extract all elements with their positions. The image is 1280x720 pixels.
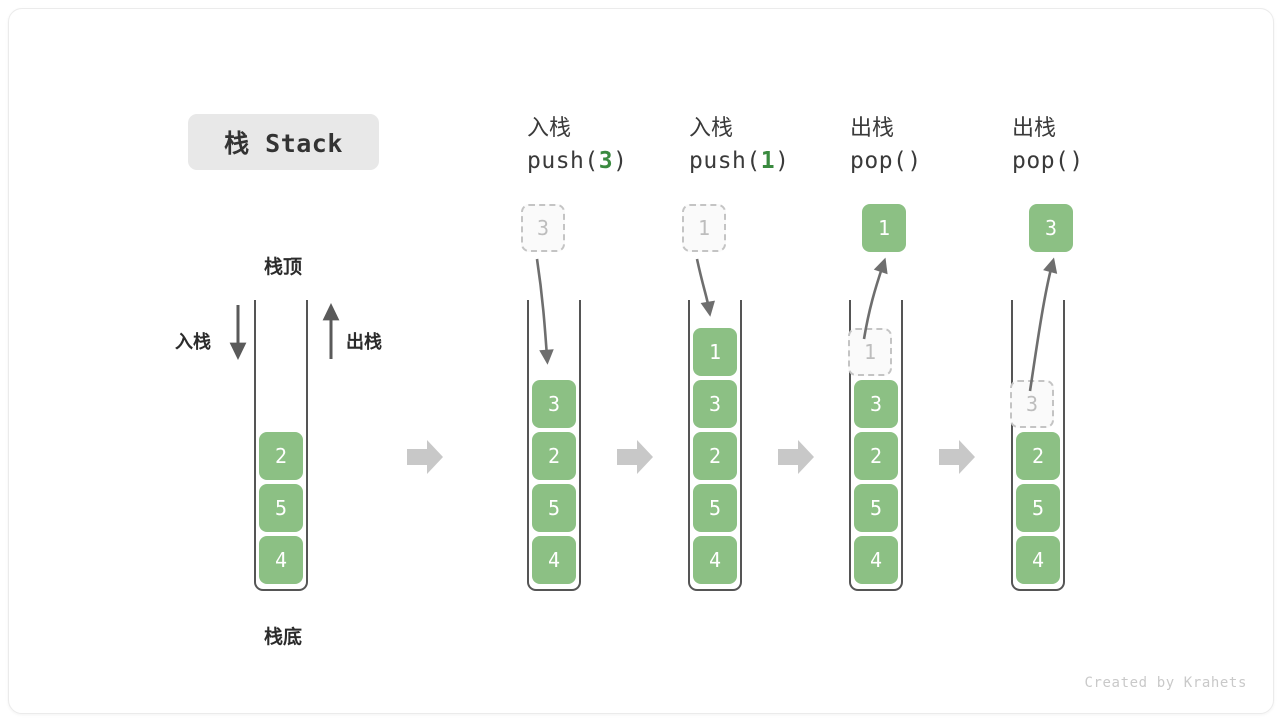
- heading-code-pop-1: pop(): [850, 144, 1050, 178]
- stack-cell: 5: [532, 484, 576, 532]
- removed-ghost-cell: 3: [1010, 380, 1054, 428]
- stack-cell: 5: [854, 484, 898, 532]
- transition-arrow-1: [407, 440, 443, 474]
- stack-cell: 2: [854, 432, 898, 480]
- column-heading-pop-3: 出栈 pop(): [1012, 113, 1212, 178]
- column-heading-push-1: 入栈 push(1): [689, 113, 889, 178]
- code-prefix: pop(: [850, 148, 908, 174]
- code-suffix: ): [613, 148, 628, 174]
- stack-cell: 3: [693, 380, 737, 428]
- heading-code-push-1: push(1): [689, 144, 889, 178]
- stack-cell: 3: [532, 380, 576, 428]
- code-suffix: ): [1069, 148, 1084, 174]
- transition-arrow-4: [939, 440, 975, 474]
- transition-arrow-3: [778, 440, 814, 474]
- stack-title-chip: 栈 Stack: [188, 114, 379, 170]
- stack-bottom-label: 栈底: [264, 627, 303, 648]
- stack-cell: 2: [259, 432, 303, 480]
- column-heading-push-3: 入栈 push(3): [527, 113, 727, 178]
- transition-arrow-2: [617, 440, 653, 474]
- heading-cn-push-1: 入栈: [689, 116, 734, 141]
- code-arg: 3: [598, 148, 614, 174]
- code-suffix: ): [907, 148, 922, 174]
- credit-label: Created by Krahets: [1084, 675, 1247, 691]
- stack-cell: 4: [532, 536, 576, 584]
- stack-cell: 2: [1016, 432, 1060, 480]
- code-suffix: ): [775, 148, 790, 174]
- popped-cell-1: 1: [862, 204, 906, 252]
- incoming-ghost-cell-3: 3: [521, 204, 565, 252]
- removed-ghost-cell: 1: [848, 328, 892, 376]
- stack-cell: 4: [854, 536, 898, 584]
- stack-cell: 4: [693, 536, 737, 584]
- heading-cn-pop-3: 出栈: [1012, 116, 1057, 141]
- diagram-card: 栈 Stack 栈顶 栈底 入栈 出栈 入栈 push(3) 入栈 push(1…: [8, 8, 1274, 714]
- incoming-ghost-cell-1: 1: [682, 204, 726, 252]
- stack-cell: 1: [693, 328, 737, 376]
- heading-code-push-3: push(3): [527, 144, 727, 178]
- heading-cn-push-3: 入栈: [527, 116, 572, 141]
- heading-cn-pop-1: 出栈: [850, 116, 895, 141]
- code-prefix: push(: [527, 148, 599, 174]
- stack-top-label: 栈顶: [264, 257, 303, 278]
- pop-side-label: 出栈: [346, 332, 382, 352]
- code-arg: 1: [760, 148, 776, 174]
- code-prefix: pop(: [1012, 148, 1070, 174]
- stack-cell: 5: [259, 484, 303, 532]
- code-prefix: push(: [689, 148, 761, 174]
- heading-code-pop-3: pop(): [1012, 144, 1212, 178]
- stack-cell: 3: [854, 380, 898, 428]
- popped-cell-3: 3: [1029, 204, 1073, 252]
- stack-cell: 5: [1016, 484, 1060, 532]
- stack-cell: 5: [693, 484, 737, 532]
- stack-cell: 4: [1016, 536, 1060, 584]
- column-heading-pop-1: 出栈 pop(): [850, 113, 1050, 178]
- stack-cell: 4: [259, 536, 303, 584]
- stack-cell: 2: [693, 432, 737, 480]
- diagram-stage: 栈 Stack 栈顶 栈底 入栈 出栈 入栈 push(3) 入栈 push(1…: [9, 9, 1273, 713]
- push-side-label: 入栈: [175, 332, 211, 352]
- stack-cell: 2: [532, 432, 576, 480]
